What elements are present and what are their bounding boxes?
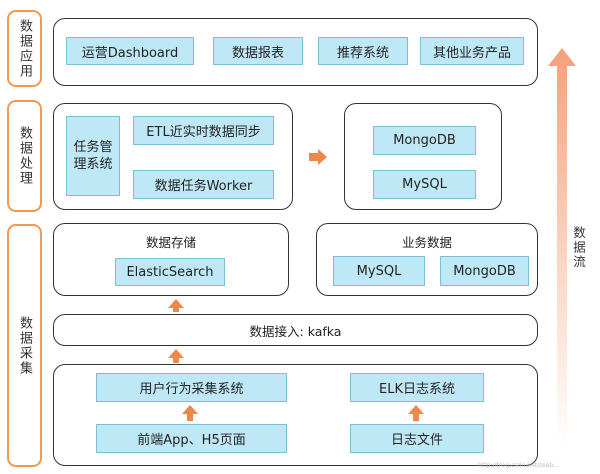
- process-mysql-box: MySQL: [373, 170, 476, 199]
- up-arrow-icon: [168, 349, 184, 358]
- up-arrow-stem: [173, 307, 179, 312]
- up-arrow-icon: [168, 299, 184, 308]
- layer-label-process: 数据处理: [7, 100, 42, 212]
- data-flow-text: 数据流: [571, 226, 586, 270]
- ingest-label: 数据接入: kafka: [249, 323, 342, 339]
- data-flow-arrow: [548, 48, 576, 448]
- app-item-dashboard: 运营Dashboard: [66, 37, 194, 65]
- elasticsearch-box: ElasticSearch: [115, 258, 225, 286]
- business-mongodb-box: MongoDB: [440, 256, 529, 286]
- right-arrow-icon: [309, 149, 327, 165]
- app-item-other: 其他业务产品: [420, 37, 524, 65]
- layer-collect-text: 数据采集: [17, 315, 32, 376]
- business-data-title: 业务数据: [401, 235, 452, 250]
- logfile-box: 日志文件: [350, 424, 484, 453]
- app-item-recommend: 推荐系统: [318, 37, 408, 65]
- business-mysql-box: MySQL: [333, 256, 425, 286]
- data-flow-label: 数据流: [569, 226, 589, 274]
- ingest-panel: 数据接入: kafka: [53, 314, 538, 346]
- up-arrow-icon: [182, 405, 198, 414]
- layer-label-collect: 数据采集: [7, 224, 42, 467]
- etl-box: ETL近实时数据同步: [133, 116, 274, 145]
- layer-label-app: 数据应用: [7, 10, 42, 87]
- watermark-text: http://blog.csdn.net/zeeb...: [478, 462, 560, 469]
- layer-process-text: 数据处理: [17, 126, 32, 186]
- app-item-reports: 数据报表: [213, 37, 303, 65]
- task-mgmt-box: 任务管理系统: [66, 116, 120, 196]
- up-arrow-icon: [408, 405, 424, 414]
- frontend-box: 前端App、H5页面: [96, 424, 287, 453]
- layer-app-text: 数据应用: [17, 18, 32, 79]
- process-mongodb-box: MongoDB: [373, 126, 476, 155]
- behavior-collect-box: 用户行为采集系统: [96, 373, 287, 402]
- elk-box: ELK日志系统: [350, 373, 484, 402]
- up-arrow-stem: [413, 413, 419, 421]
- up-arrow-stem: [173, 357, 179, 363]
- storage-title: 数据存储: [145, 235, 196, 250]
- up-arrow-stem: [187, 413, 193, 421]
- task-mgmt-text: 任务管理系统: [73, 140, 113, 172]
- worker-box: 数据任务Worker: [133, 170, 274, 199]
